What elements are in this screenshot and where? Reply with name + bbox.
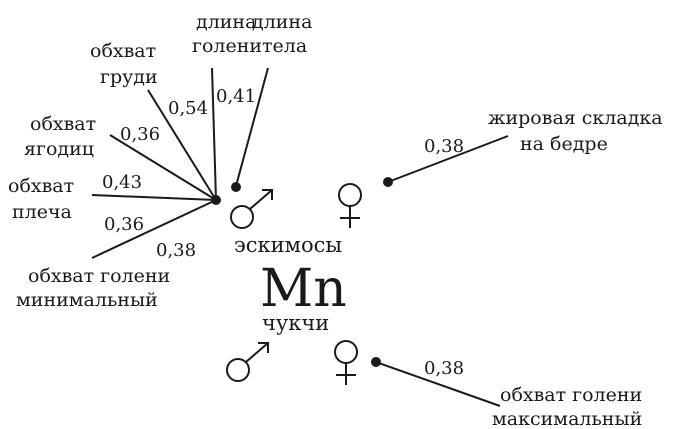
coef-shin-length: 0,54 xyxy=(168,98,208,119)
label-shin-length-1: длина xyxy=(196,11,256,33)
line-thigh-fold xyxy=(387,135,509,183)
line-body-length xyxy=(235,67,269,187)
coef-thigh-fold: 0,38 xyxy=(424,136,464,157)
coef-chest-girth: 0,36 xyxy=(120,124,160,145)
label-shin-max-2: максимальный xyxy=(492,408,642,429)
female-symbol-top xyxy=(338,183,362,228)
female-symbol-bottom xyxy=(334,340,358,385)
label-shin-min-2: минимальный xyxy=(16,289,158,311)
line-shin-max xyxy=(375,361,501,407)
label-thigh-fold-1: жировая складка xyxy=(488,107,663,129)
node-dot-male-1 xyxy=(231,182,241,192)
male-symbol-top xyxy=(230,189,273,229)
node-dot-female-bottom xyxy=(371,357,381,367)
label-shin-min-1: обхват голени xyxy=(28,265,170,287)
label-body-length-2: тела xyxy=(262,35,307,57)
line-chest-girth xyxy=(147,89,217,201)
male-symbol-bottom xyxy=(226,342,269,382)
coef-body-length: 0,41 xyxy=(216,86,256,107)
coef-shin-max: 0,38 xyxy=(424,358,464,379)
coef-shin-min: 0,38 xyxy=(156,240,196,261)
coef-buttock-girth: 0,43 xyxy=(102,172,142,193)
line-buttock-girth xyxy=(109,134,217,201)
label-body-length-1: длина xyxy=(252,11,312,33)
label-shin-max-1: обхват голени xyxy=(500,384,642,406)
label-thigh-fold-2: на бедре xyxy=(520,133,608,155)
label-chest-girth-2: груди xyxy=(100,66,158,88)
label-buttock-girth-2: ягодиц xyxy=(24,138,94,160)
male-top-lines xyxy=(91,67,269,259)
line-shin-min xyxy=(91,199,217,259)
line-shoulder-girth xyxy=(91,194,217,201)
line-shin-length xyxy=(211,67,217,201)
coef-shoulder-girth: 0,36 xyxy=(104,214,144,235)
node-dot-female-top xyxy=(383,177,393,187)
node-dot-male-2 xyxy=(211,195,221,205)
group-chukchi: чукчи xyxy=(262,311,329,335)
label-shoulder-girth-1: обхват xyxy=(8,175,74,197)
label-shin-length-2: голени xyxy=(192,35,262,57)
label-chest-girth-1: обхват xyxy=(90,40,156,62)
label-buttock-girth-1: обхват xyxy=(30,113,96,135)
label-shoulder-girth-2: плеча xyxy=(12,201,72,223)
group-eskimos: эскимосы xyxy=(234,233,342,257)
element-symbol: Mn xyxy=(260,259,347,319)
